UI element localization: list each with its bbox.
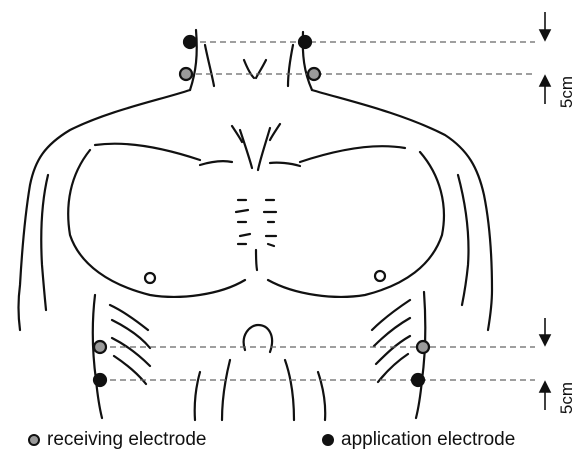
arrow-down-bottom-icon xyxy=(540,318,550,345)
legend-receiving-label: receiving electrode xyxy=(47,429,206,451)
receiving-electrode-icon xyxy=(28,434,40,446)
receiving-electrode-neck-right xyxy=(308,68,320,80)
application-electrode-trunk-right xyxy=(412,374,424,386)
application-electrode-icon xyxy=(322,434,334,446)
application-electrode-trunk-left xyxy=(94,374,106,386)
receiving-electrode-neck-left xyxy=(180,68,192,80)
application-electrode-neck-right xyxy=(299,36,311,48)
electrodes xyxy=(94,36,429,386)
receiving-electrode-trunk-left xyxy=(94,341,106,353)
application-electrode-neck-left xyxy=(184,36,196,48)
legend-application: application electrode xyxy=(322,425,515,455)
distance-arrows xyxy=(540,12,550,410)
distance-label-top: 5cm xyxy=(557,76,576,108)
receiving-electrode-trunk-right xyxy=(417,341,429,353)
arrow-down-top-icon xyxy=(540,12,550,40)
arrow-up-bottom-icon xyxy=(540,382,550,410)
torso-outline xyxy=(19,30,493,420)
legend-receiving: receiving electrode xyxy=(28,425,206,455)
arrow-up-top-icon xyxy=(540,76,550,104)
distance-label-bottom: 5cm xyxy=(557,382,576,414)
legend-application-label: application electrode xyxy=(341,429,515,451)
